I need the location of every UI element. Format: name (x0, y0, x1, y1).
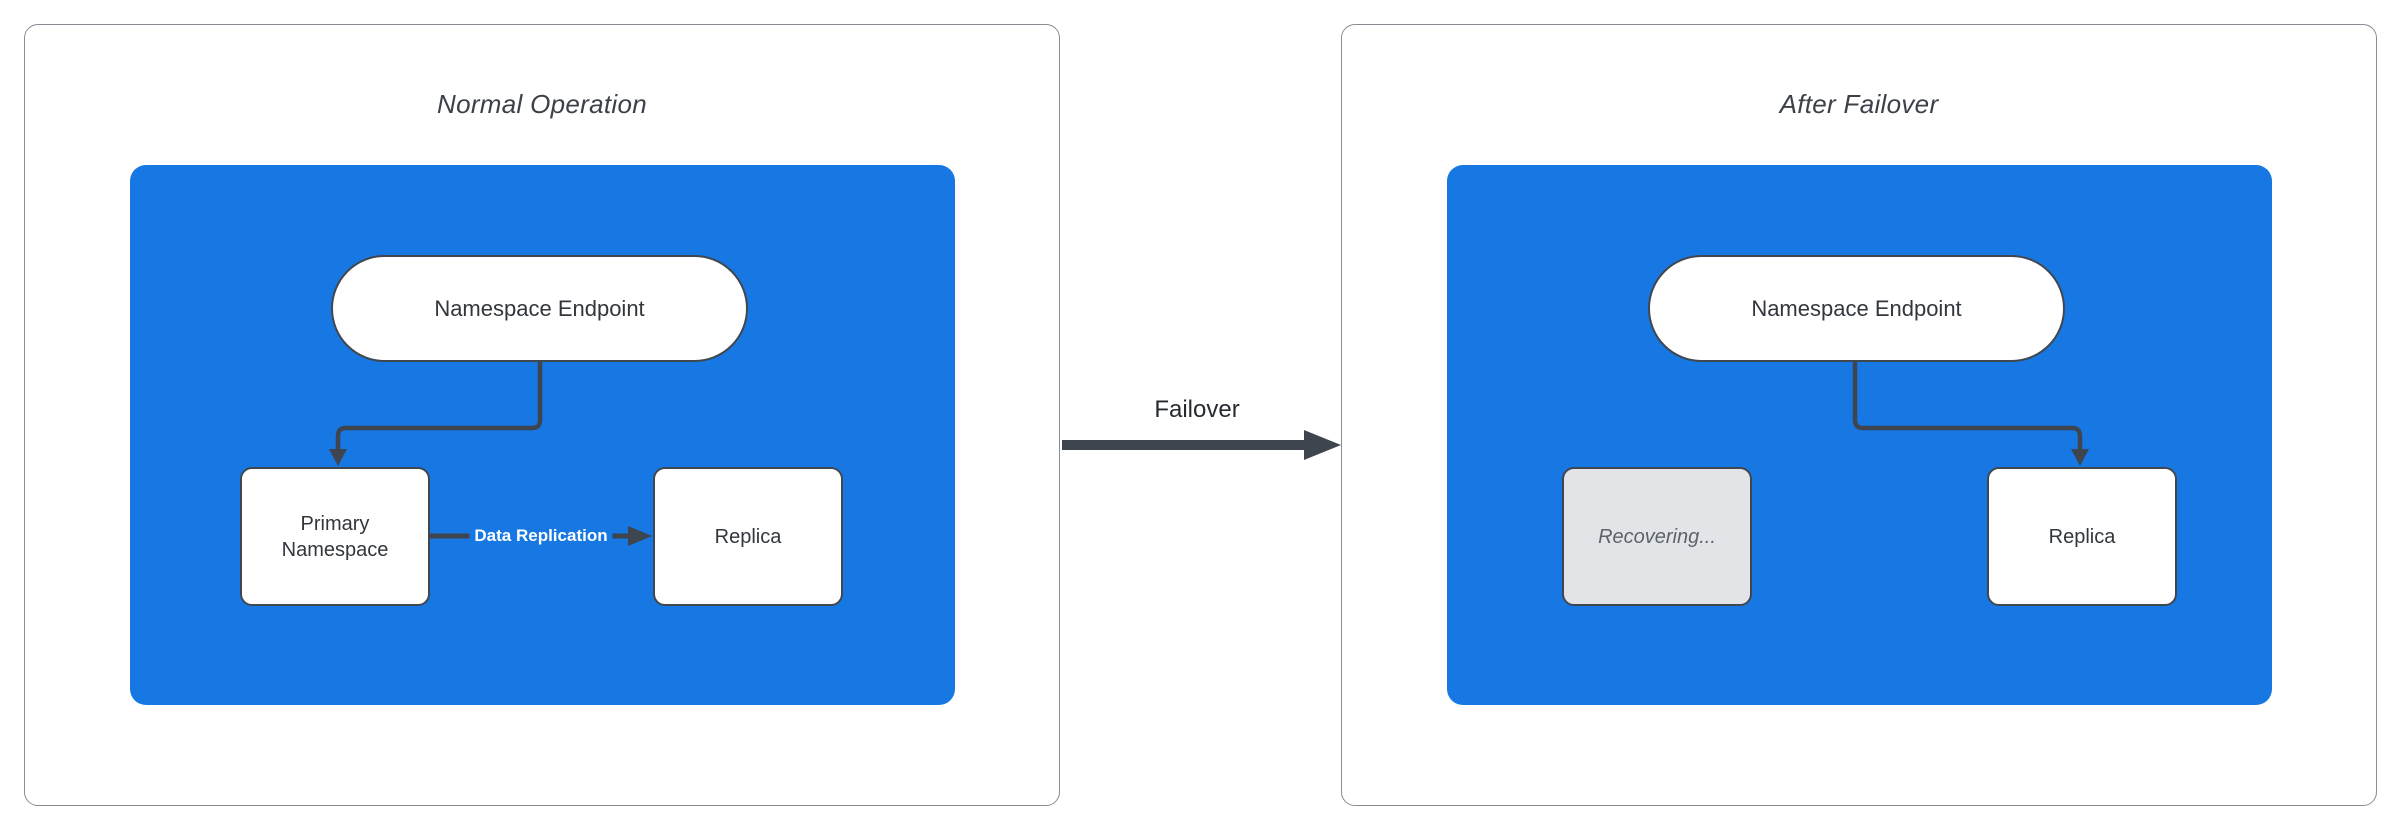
primary-namespace-label: Primary Namespace (281, 512, 389, 561)
namespace-endpoint-node: Namespace Endpoint (331, 255, 748, 362)
failover-arrow (1062, 430, 1341, 460)
failover-arrow-label: Failover (1154, 396, 1240, 423)
after-failover-panel: After Failover Namespace Endpoint Recove… (1341, 24, 2377, 806)
panel-title: Normal Operation (437, 89, 647, 119)
data-replication-arrow-label: Data Replication (469, 524, 613, 548)
namespace-container: Namespace Endpoint Recovering... Replica (1447, 165, 2272, 705)
replica-node: Replica (653, 467, 843, 606)
normal-operation-panel: Normal Operation Namespace Endpoint Prim… (24, 24, 1060, 806)
replica-node: Replica (1987, 467, 2177, 606)
replica-label: Replica (2048, 525, 2116, 548)
recovering-node: Recovering... (1562, 467, 1752, 606)
primary-namespace-node: Primary Namespace (240, 467, 430, 606)
namespace-endpoint-label: Namespace Endpoint (1751, 295, 1962, 321)
namespace-endpoint-node: Namespace Endpoint (1648, 255, 2065, 362)
replica-label: Replica (714, 525, 782, 548)
recovering-label: Recovering... (1598, 525, 1716, 548)
panel-title: After Failover (1779, 89, 1939, 119)
namespace-container: Namespace Endpoint Primary Namespace Rep… (130, 165, 955, 705)
namespace-endpoint-label: Namespace Endpoint (434, 295, 645, 321)
arrowhead (1304, 430, 1341, 460)
